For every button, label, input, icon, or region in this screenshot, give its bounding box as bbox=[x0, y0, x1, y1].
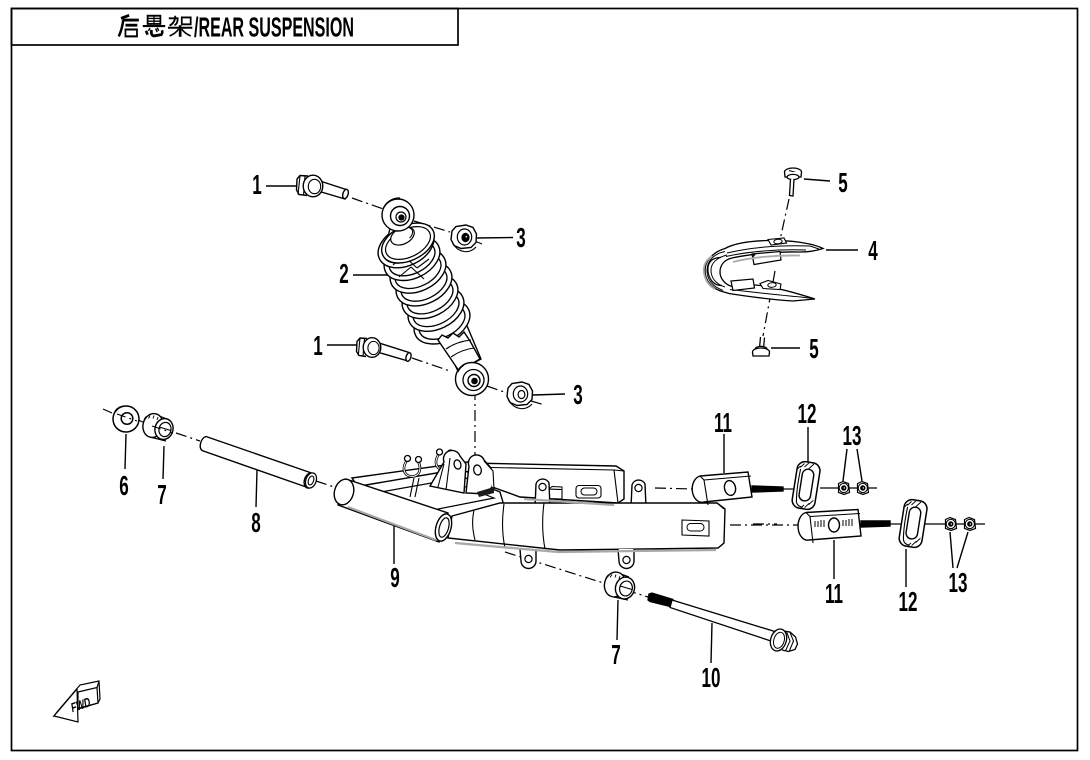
svg-text:1: 1 bbox=[313, 330, 323, 361]
svg-text:10: 10 bbox=[702, 662, 721, 693]
svg-text:11: 11 bbox=[714, 407, 732, 438]
svg-text:8: 8 bbox=[251, 507, 261, 538]
svg-text:9: 9 bbox=[390, 562, 399, 593]
svg-text:2: 2 bbox=[339, 258, 348, 289]
svg-text:12: 12 bbox=[798, 398, 817, 429]
svg-text:13: 13 bbox=[949, 567, 968, 598]
svg-text:3: 3 bbox=[516, 222, 525, 253]
svg-text:5: 5 bbox=[809, 333, 819, 364]
svg-text:7: 7 bbox=[157, 479, 166, 510]
svg-text:13: 13 bbox=[843, 420, 862, 451]
svg-text:FWD: FWD bbox=[70, 694, 91, 715]
svg-text:6: 6 bbox=[119, 470, 128, 501]
svg-text:11: 11 bbox=[825, 578, 843, 609]
svg-text:12: 12 bbox=[899, 586, 918, 617]
svg-text:1: 1 bbox=[252, 169, 262, 200]
svg-text:/REAR SUSPENSION: /REAR SUSPENSION bbox=[194, 12, 354, 43]
svg-text:3: 3 bbox=[573, 379, 582, 410]
svg-text:4: 4 bbox=[868, 235, 878, 266]
svg-text:7: 7 bbox=[611, 639, 620, 670]
svg-text:5: 5 bbox=[838, 167, 848, 198]
